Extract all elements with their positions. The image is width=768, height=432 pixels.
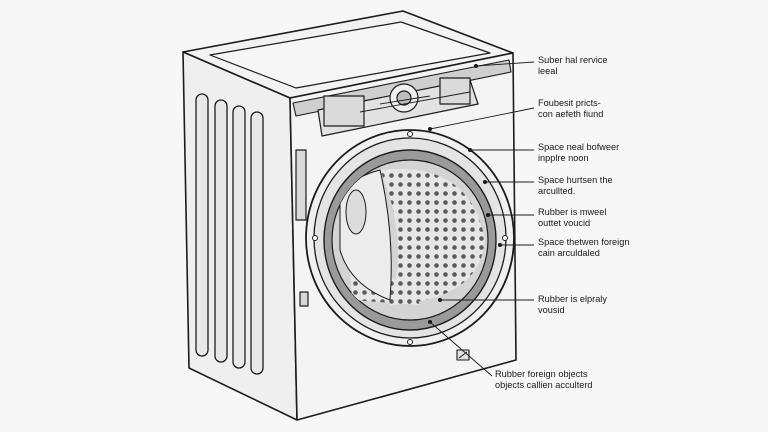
top-lid-inset: [209, 21, 491, 89]
drum-interior: [339, 168, 485, 305]
callout-space-hatch: Space hurtsen the arcullted.: [538, 175, 615, 196]
callout-foreign-objects: Rubber foreign objects objects callien a…: [495, 369, 593, 390]
door-hinge: [295, 149, 309, 307]
leader-2: [429, 107, 535, 130]
side-vents: [195, 93, 264, 375]
top-mechanism: [317, 77, 479, 137]
callout-space-foreign: Space thetwen foreign cain arculdaled: [538, 237, 632, 258]
callout-rubber-drain: Rubber is elpraly vousid: [538, 294, 610, 315]
callout-front-part: Foubesit pricts- con aefeth fiund: [538, 98, 603, 119]
door-bolts: [312, 131, 508, 345]
callout-space-seal: Space neal bofweer inpplre noon: [538, 142, 622, 163]
leader-1: [475, 61, 535, 67]
leader-8: [429, 321, 493, 377]
callout-top-seal: Suber hal rervice leeal: [538, 55, 610, 76]
callout-rubber-mweel: Rubber is mweel outtet voucid: [538, 207, 609, 228]
